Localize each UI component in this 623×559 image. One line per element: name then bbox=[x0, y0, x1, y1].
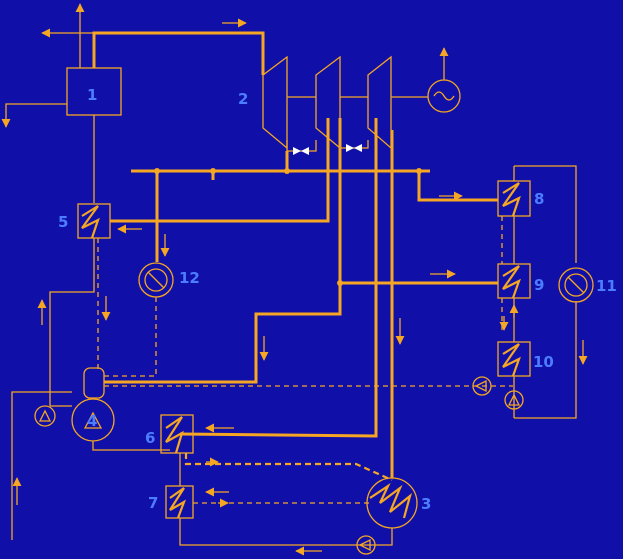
label-8: 8 bbox=[534, 190, 544, 208]
pump-icon bbox=[504, 390, 524, 410]
heater-10: 10 bbox=[497, 341, 554, 377]
generator bbox=[427, 47, 461, 113]
crossover-pipe-2 bbox=[339, 140, 369, 149]
turbine: 2 bbox=[238, 55, 428, 150]
condensate-pump-icon bbox=[356, 535, 376, 555]
main-steam-line bbox=[92, 31, 265, 75]
label-4: 4 bbox=[87, 412, 97, 430]
label-11: 11 bbox=[596, 277, 617, 295]
sine-wave-icon bbox=[433, 91, 455, 101]
steam-to-heater-5 bbox=[110, 118, 330, 223]
consumer-11: 11 bbox=[558, 267, 617, 303]
feed-pump-4: 4 bbox=[71, 398, 115, 442]
pump-icon bbox=[34, 405, 56, 427]
steam-to-heater-8 bbox=[417, 171, 498, 202]
condenser-3: 3 bbox=[366, 477, 431, 529]
boiler: 1 bbox=[66, 67, 122, 116]
heater-9: 9 bbox=[497, 263, 544, 299]
pump-icon bbox=[472, 376, 492, 396]
crossover-pipe-1 bbox=[286, 140, 317, 152]
steam-to-heater-6 bbox=[179, 118, 378, 438]
label-3: 3 bbox=[421, 495, 431, 513]
label-6: 6 bbox=[145, 429, 155, 447]
label-9: 9 bbox=[534, 276, 544, 294]
heater-5: 5 bbox=[58, 203, 111, 239]
network-supply bbox=[514, 165, 577, 263]
label-2: 2 bbox=[238, 90, 248, 108]
network-return bbox=[514, 301, 577, 419]
label-5: 5 bbox=[58, 213, 68, 231]
heater-8: 8 bbox=[497, 180, 544, 217]
label-12: 12 bbox=[179, 269, 200, 287]
label-10: 10 bbox=[533, 353, 554, 371]
evaporator-12: 12 bbox=[138, 262, 200, 298]
heater-7: 7 bbox=[148, 485, 194, 519]
condensate-line bbox=[179, 518, 393, 546]
label-1: 1 bbox=[87, 86, 97, 104]
drain-12 bbox=[104, 297, 157, 377]
steam-to-deaerator bbox=[104, 283, 342, 384]
label-7: 7 bbox=[148, 494, 158, 512]
valve-icon bbox=[293, 147, 309, 155]
feedwater-line-left bbox=[49, 238, 95, 406]
heater-6: 6 bbox=[145, 414, 194, 454]
drain-6 bbox=[184, 453, 393, 482]
deaerator bbox=[83, 367, 105, 399]
pump-discharge bbox=[92, 441, 170, 451]
valve-icon bbox=[346, 144, 362, 152]
boiler-blowdown-line bbox=[1, 103, 67, 128]
makeup-water-line bbox=[11, 391, 72, 540]
